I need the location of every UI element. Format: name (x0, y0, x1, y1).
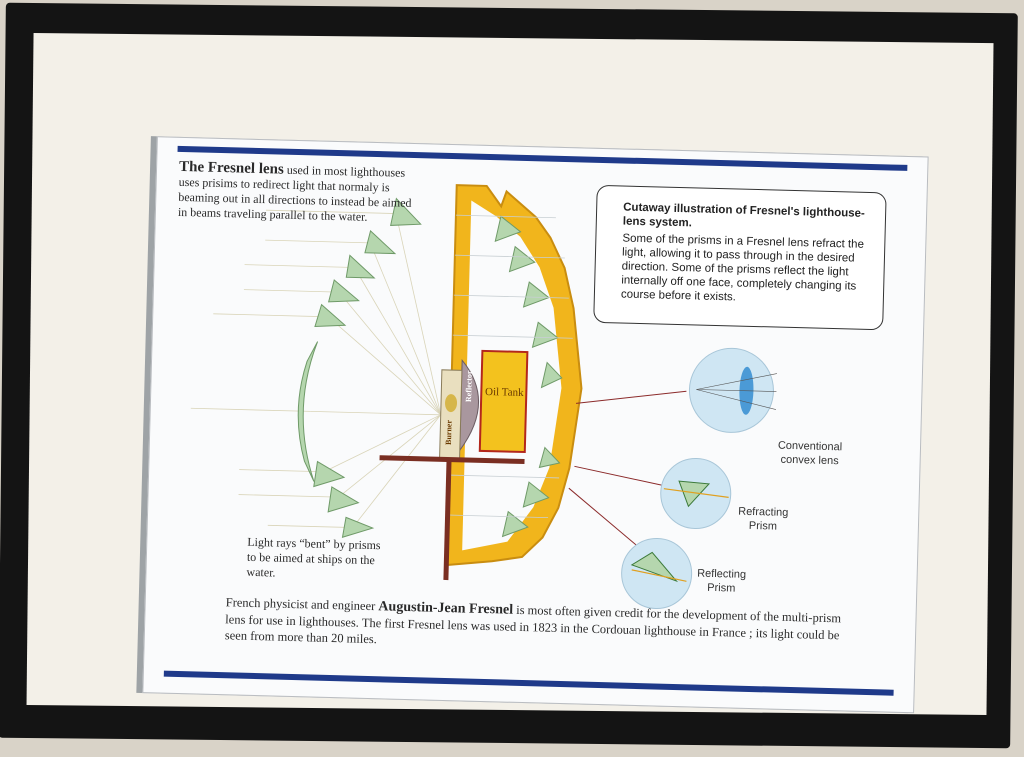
lens-lines (448, 214, 573, 519)
burner (439, 369, 463, 461)
oil-tank (478, 349, 529, 454)
refracting-prism (678, 480, 711, 508)
poster: The Fresnel lens used in most lighthouse… (142, 136, 929, 714)
callout-body: Some of the prisms in a Fresnel lens ref… (620, 232, 865, 304)
flame (445, 394, 458, 413)
burner-label: Burner (443, 419, 454, 446)
footer-name: Augustin-Jean Fresnel (378, 599, 514, 618)
prisms-left (297, 197, 422, 538)
prisms-lens (494, 215, 563, 538)
mat-board: The Fresnel lens used in most lighthouse… (26, 33, 994, 716)
oil-tank-label: Oil Tank (484, 385, 524, 399)
pointer-lines (568, 390, 687, 551)
intro-text: The Fresnel lens used in most lighthouse… (178, 159, 419, 226)
light-rays (190, 209, 442, 528)
footer-before: French physicist and engineer (225, 595, 376, 614)
refracting-prism-label: Refracting Prism (738, 505, 789, 533)
reflecting-prism-label: Reflecting Prism (697, 567, 747, 595)
reflecting-prism (630, 551, 679, 583)
support-post (443, 459, 452, 581)
support-shelf (379, 455, 525, 465)
rays-caption: Light rays “bent” by prisms to be aimed … (246, 534, 381, 580)
callout-box: Cutaway illustration of Fresnel's lighth… (593, 184, 887, 331)
conventional-lens-label: Conventional convex lens (777, 439, 843, 468)
lens-diagram (190, 184, 777, 610)
reflector (459, 359, 479, 452)
callout-heading: Cutaway illustration of Fresnel's lighth… (622, 201, 865, 230)
reflector-label: Reflector (464, 370, 474, 403)
